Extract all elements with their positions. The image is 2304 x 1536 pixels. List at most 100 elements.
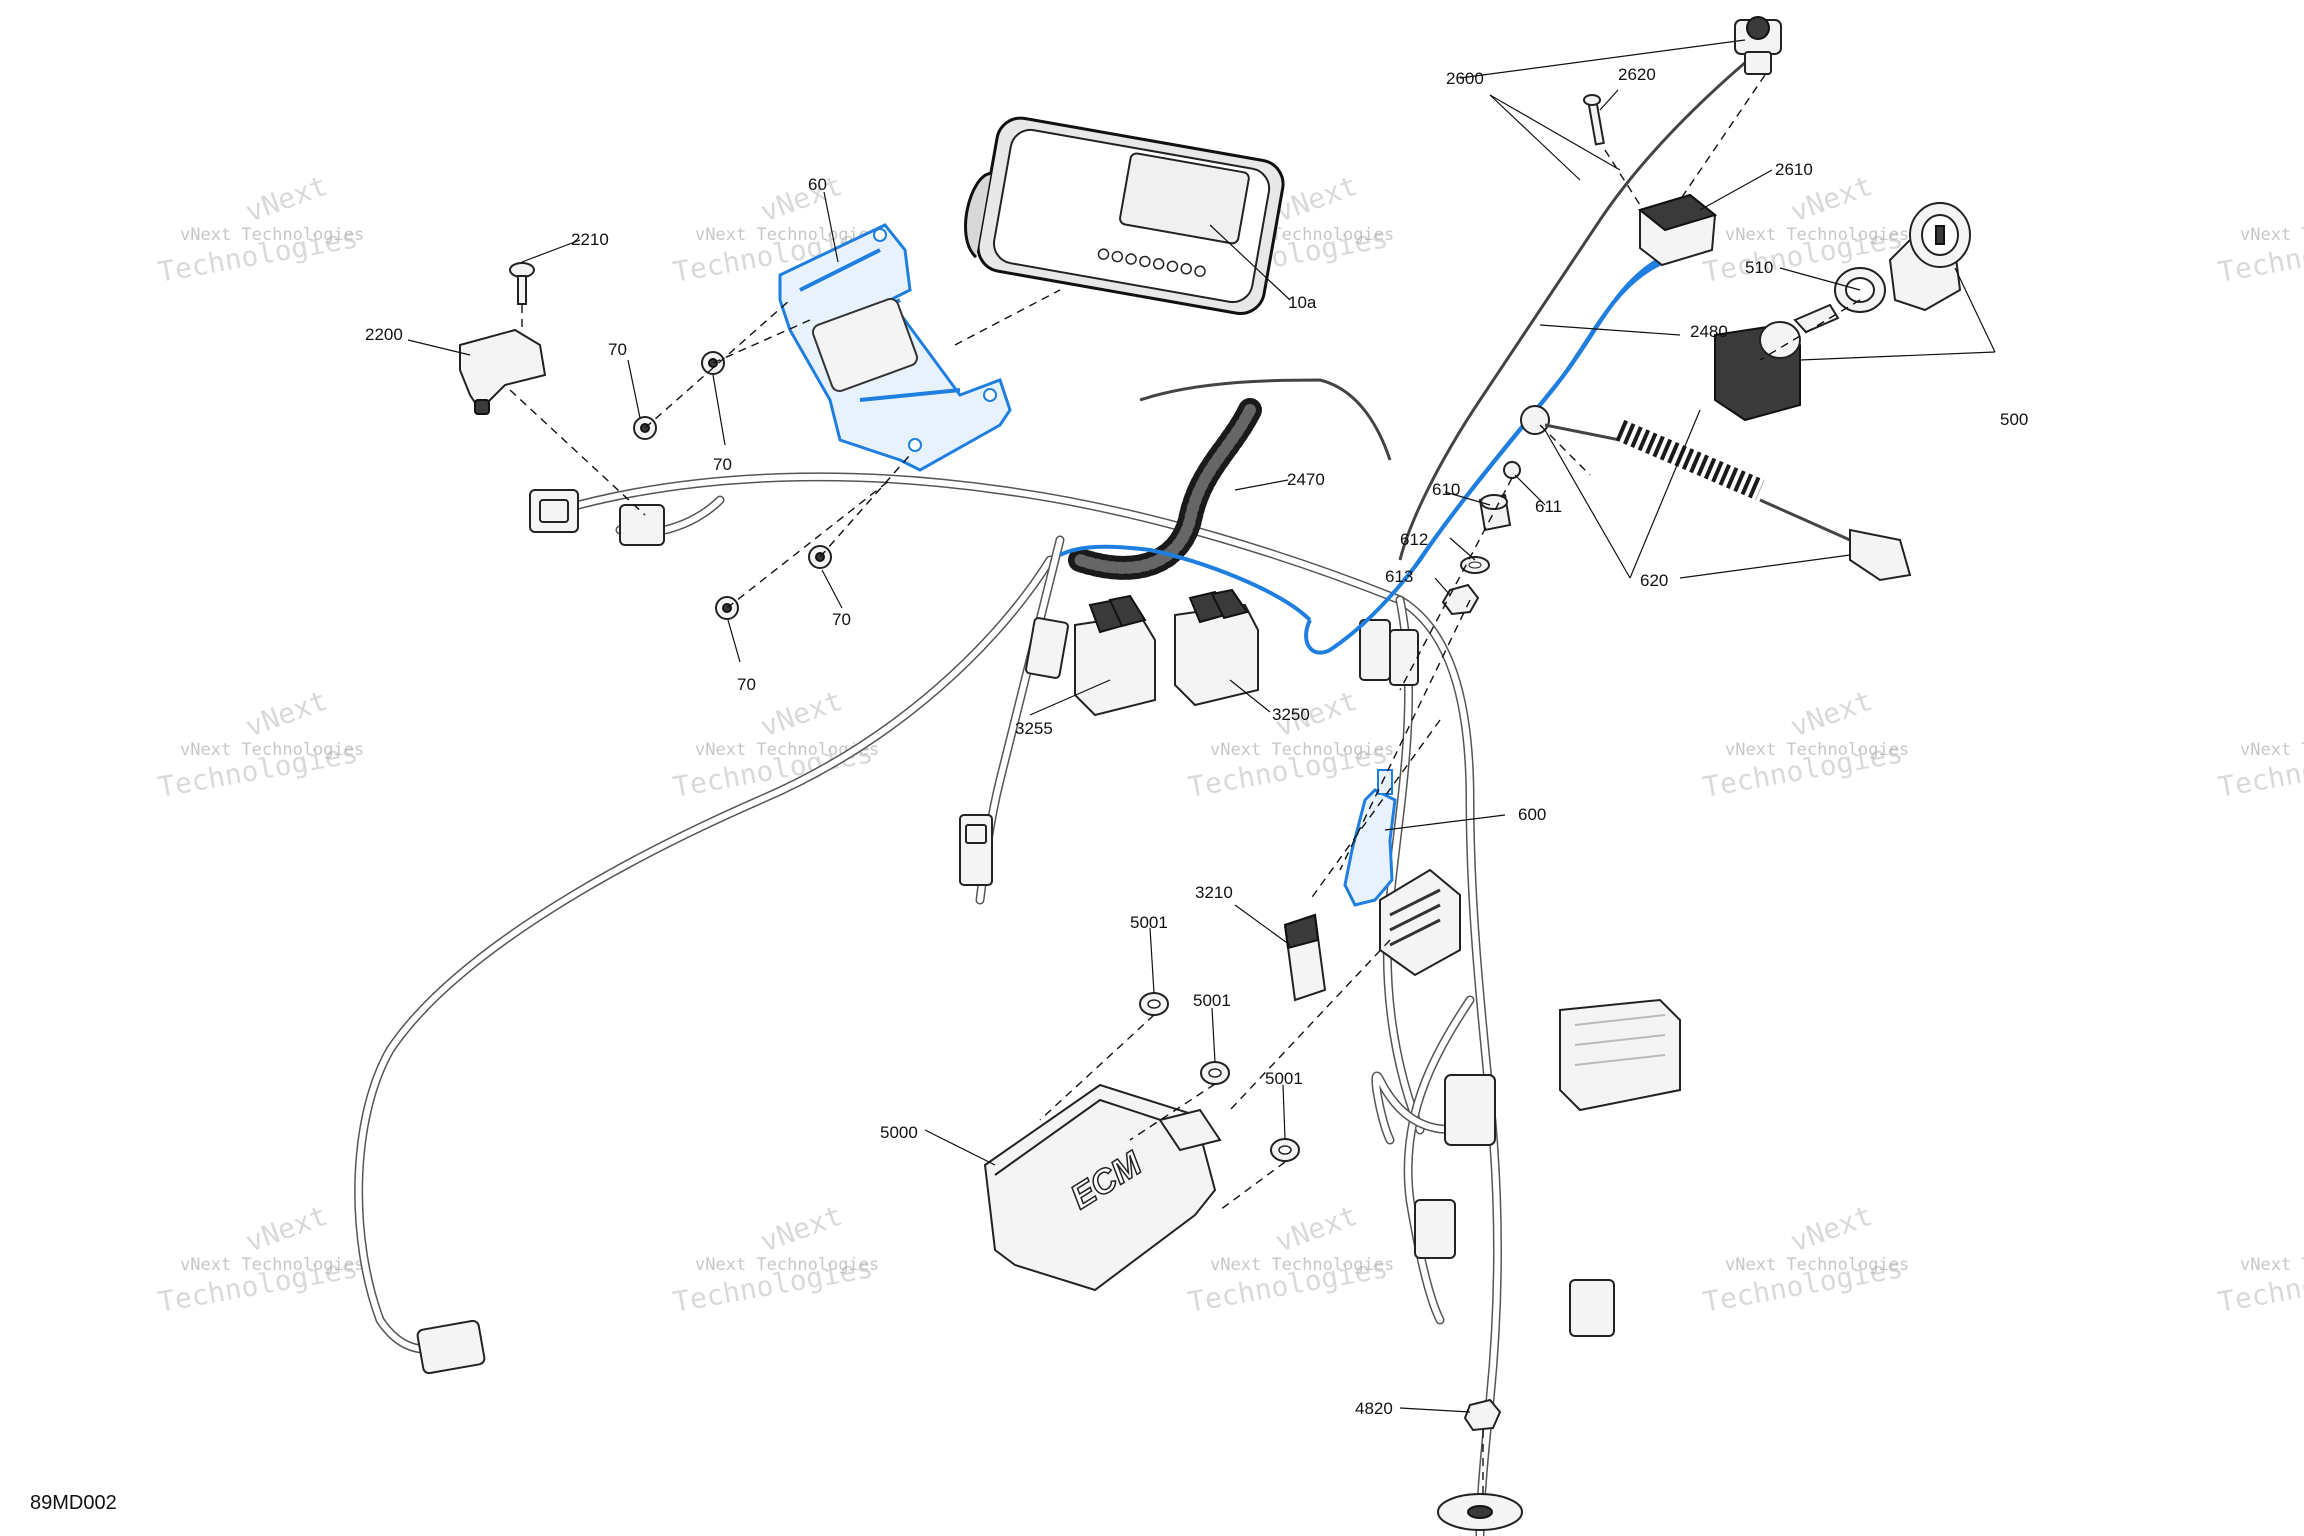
watermark-text: vNext Technologies bbox=[1210, 740, 1394, 760]
nut bbox=[1441, 583, 1480, 616]
watermark-tile: vNext Technologies Technologies bbox=[2215, 736, 2304, 804]
watermark-tile: vNext Technologies Technologies vNext bbox=[155, 169, 364, 289]
watermark-text: vNext Technologies bbox=[1725, 740, 1909, 760]
watermark-tile: vNext Technologies Technologies vNext bbox=[155, 684, 364, 804]
engine-control-module: ECM bbox=[983, 1083, 1222, 1292]
callout-2620: 2620 bbox=[1618, 65, 1656, 84]
callout-500: 500 bbox=[2000, 410, 2028, 429]
rocker-switch bbox=[1174, 588, 1259, 707]
callout-60: 60 bbox=[808, 175, 827, 194]
callout-70: 70 bbox=[608, 340, 627, 359]
washer bbox=[1460, 556, 1490, 574]
screw bbox=[1583, 94, 1605, 146]
callout-620: 620 bbox=[1640, 571, 1668, 590]
harness-connector bbox=[959, 814, 993, 886]
nut bbox=[1503, 461, 1521, 479]
usb-socket bbox=[1734, 16, 1782, 75]
highlighted-harness-2480 bbox=[1059, 248, 1681, 655]
callout-2210: 2210 bbox=[571, 230, 609, 249]
watermark-tile: vNext Technologies Technologies vNext bbox=[670, 684, 879, 804]
callout-70: 70 bbox=[832, 610, 851, 629]
watermark-text: vNext bbox=[241, 1199, 331, 1259]
relay-box bbox=[1559, 998, 1681, 1112]
callout-3250: 3250 bbox=[1272, 705, 1310, 724]
watermark-text: vNext Technologies bbox=[695, 740, 879, 760]
watermark-tile: vNext Technologies Technologies vNext bbox=[1700, 169, 1909, 289]
grommet bbox=[1200, 1061, 1230, 1085]
watermark-text: vNext Technologies bbox=[695, 1255, 879, 1275]
watermark-text: vNext Technologies bbox=[2240, 1255, 2304, 1275]
screw bbox=[509, 262, 535, 305]
watermark-tile: vNext Technologies Technologies vNext bbox=[1185, 684, 1394, 804]
watermark-text: vNext bbox=[241, 169, 331, 229]
leader-lines bbox=[407, 39, 1996, 1413]
main-wiring-harness bbox=[354, 378, 1502, 1536]
watermark-text: vNext Technologies bbox=[1725, 1255, 1909, 1275]
assembly-lines bbox=[509, 74, 1861, 1500]
callout-2610: 2610 bbox=[1775, 160, 1813, 179]
watermark-text: vNext bbox=[1271, 1199, 1361, 1259]
corrugated-conduit bbox=[1068, 398, 1262, 580]
watermark-tile: vNext Technologies Technologies vNext bbox=[155, 1199, 364, 1319]
connector-housing bbox=[1637, 193, 1718, 267]
watermark-tile: vNext Technologies Technologies bbox=[2215, 1251, 2304, 1319]
watermark-text: vNext Technologies bbox=[2240, 225, 2304, 245]
watermark-text: vNext Technologies bbox=[180, 1255, 364, 1275]
callout-3210: 3210 bbox=[1195, 883, 1233, 902]
watermark-tile: vNext Technologies Technologies vNext bbox=[1700, 684, 1909, 804]
watermark-text: vNext bbox=[1786, 1199, 1876, 1259]
harness-connector bbox=[1025, 617, 1069, 679]
watermark-text: vNext bbox=[756, 169, 846, 229]
accessory-cable bbox=[1398, 48, 1761, 561]
ground-terminal bbox=[1437, 1493, 1523, 1531]
support-bracket bbox=[778, 223, 1012, 472]
harness-connector bbox=[619, 504, 665, 546]
callout-labels: 60 2210 2200 70 70 70 70 10a 2600 2620 2… bbox=[365, 65, 2028, 1418]
sensor bbox=[459, 328, 547, 415]
callout-5000: 5000 bbox=[880, 1123, 918, 1142]
callout-613: 613 bbox=[1385, 567, 1413, 586]
ignition-cylinder bbox=[1888, 202, 1971, 312]
grommet bbox=[1270, 1138, 1300, 1162]
watermark-tile: vNext Technologies Technologies vNext bbox=[1700, 1199, 1909, 1319]
brake-switch bbox=[1343, 769, 1397, 907]
callout-5001: 5001 bbox=[1265, 1069, 1303, 1088]
callout-2200: 2200 bbox=[365, 325, 403, 344]
watermark-text: vNext Technologies bbox=[180, 740, 364, 760]
watermark-tile: vNext Technologies Technologies vNext bbox=[670, 1199, 879, 1319]
watermark-text: vNext Technologies bbox=[2240, 740, 2304, 760]
watermark-text: vNext bbox=[1786, 684, 1876, 744]
callout-510: 510 bbox=[1745, 258, 1773, 277]
diagram-code: 89MD002 bbox=[30, 1492, 117, 1514]
callout-10a: 10a bbox=[1288, 293, 1317, 312]
watermark-text: vNext bbox=[241, 684, 331, 744]
switch-body bbox=[1478, 493, 1512, 532]
instrument-cluster bbox=[964, 116, 1285, 316]
connector bbox=[1283, 913, 1327, 1002]
callout-2470: 2470 bbox=[1287, 470, 1325, 489]
callout-2480: 2480 bbox=[1690, 322, 1728, 341]
tether-cord bbox=[1520, 405, 1912, 582]
rocker-switch bbox=[1074, 594, 1156, 717]
harness-connector bbox=[416, 1319, 486, 1375]
harness-connector bbox=[1359, 619, 1419, 686]
harness-connector bbox=[1414, 1074, 1615, 1337]
callout-5001: 5001 bbox=[1193, 991, 1231, 1010]
callout-611: 611 bbox=[1535, 497, 1562, 516]
watermark-text: vNext bbox=[1271, 169, 1361, 229]
cluster-buttons bbox=[1097, 248, 1206, 277]
watermark-text: vNext Technologies bbox=[1725, 225, 1909, 245]
callout-2600: 2600 bbox=[1446, 69, 1484, 88]
watermark-text: vNext Technologies bbox=[1210, 1255, 1394, 1275]
harness-connector bbox=[529, 489, 579, 533]
ignition-switch bbox=[1714, 303, 1840, 422]
watermark-text: vNext bbox=[756, 684, 846, 744]
callout-5001: 5001 bbox=[1130, 913, 1168, 932]
watermark-tile: vNext Technologies Technologies vNext bbox=[1185, 1199, 1394, 1319]
callout-70: 70 bbox=[737, 675, 756, 694]
connector bbox=[1379, 868, 1461, 977]
grommet bbox=[1139, 992, 1169, 1016]
callout-3255: 3255 bbox=[1015, 719, 1053, 738]
watermark-text: vNext Technologies bbox=[180, 225, 364, 245]
